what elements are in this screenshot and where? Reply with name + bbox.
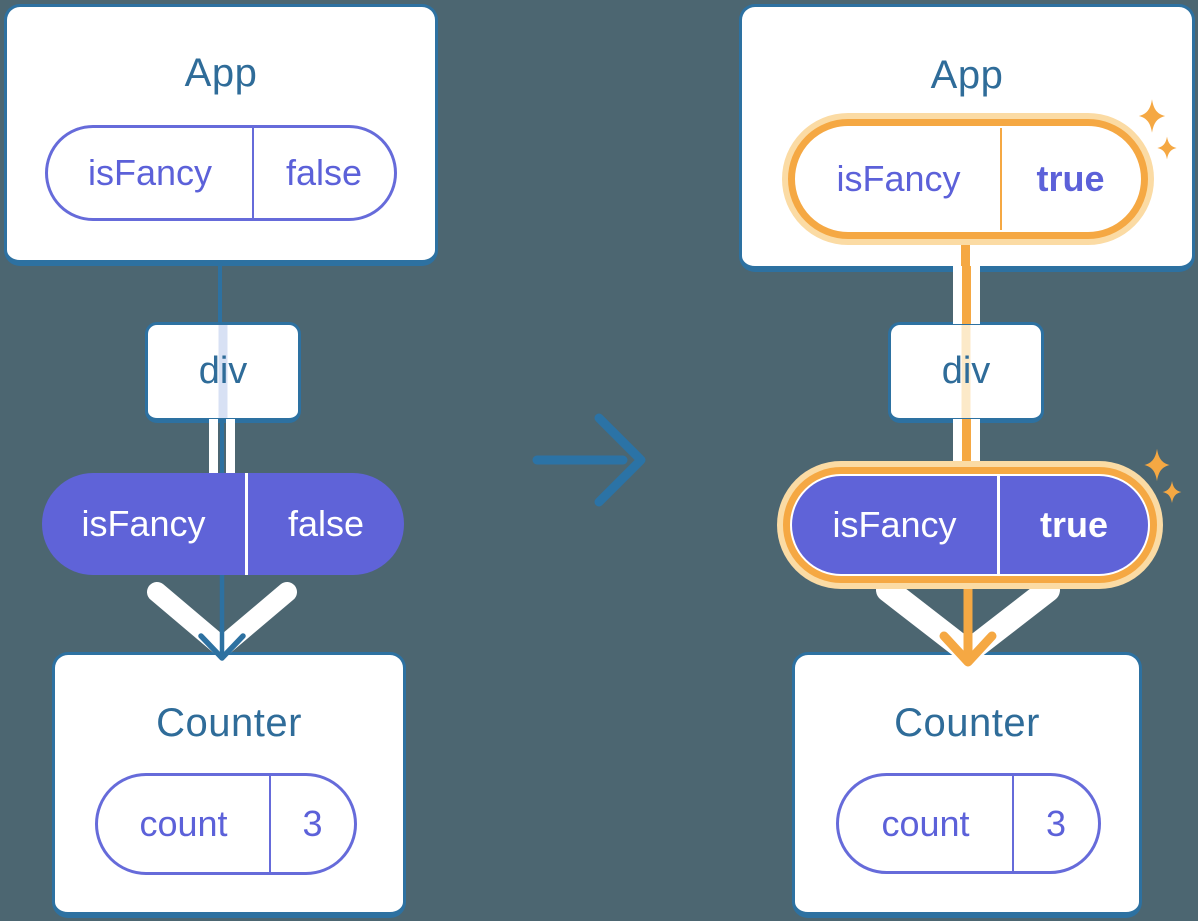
app-card-before: App isFancy false xyxy=(4,4,438,266)
passed-prop-pill: isFancy true xyxy=(792,476,1148,574)
state-pill: count 3 xyxy=(95,773,357,875)
props-flow-line xyxy=(953,266,962,324)
props-flow-line xyxy=(209,419,218,477)
prop-flow-line-orange xyxy=(962,419,971,473)
arrowhead-icon xyxy=(198,633,246,661)
state-name: count xyxy=(98,776,271,872)
div-card-after: div xyxy=(888,322,1044,423)
props-flow-line xyxy=(226,419,235,477)
component-title: App xyxy=(184,51,258,95)
props-flow-pipe xyxy=(209,419,235,477)
component-title: Counter xyxy=(894,701,1040,745)
prop-pill: isFancy true xyxy=(797,128,1139,230)
component-title: div xyxy=(198,350,248,392)
state-value: 3 xyxy=(1045,802,1067,844)
prop-name: isFancy xyxy=(48,128,254,218)
app-card-after: App isFancy true xyxy=(739,4,1195,272)
props-flow-line xyxy=(971,419,980,473)
prop-name: isFancy xyxy=(792,476,1000,574)
prop-value: true xyxy=(1036,158,1105,199)
state-name: count xyxy=(839,776,1014,871)
counter-card-after: Counter count 3 xyxy=(792,652,1142,918)
prop-name: isFancy xyxy=(797,128,1002,230)
sparkles-icon xyxy=(1144,448,1182,504)
props-flow-pipe xyxy=(953,419,980,473)
props-flow-arrow xyxy=(147,574,297,661)
edge-through-line xyxy=(961,325,971,418)
highlighted-passed-prop-pill: isFancy true xyxy=(783,467,1157,583)
sparkles-icon xyxy=(1138,99,1177,160)
state-pill: count 3 xyxy=(836,773,1101,874)
prop-value: false xyxy=(287,503,365,544)
counter-card-before: Counter count 3 xyxy=(52,652,406,918)
component-title: div xyxy=(941,350,991,392)
tree-edge-line xyxy=(220,419,224,477)
edge-through-line xyxy=(218,325,228,418)
prop-value: false xyxy=(285,152,363,193)
props-flow-pipe xyxy=(953,266,980,324)
highlighted-prop-pill: isFancy true xyxy=(788,119,1148,239)
transition-right-arrow-icon xyxy=(532,413,646,507)
passed-prop-pill: isFancy false xyxy=(42,473,404,575)
component-title: App xyxy=(930,53,1004,97)
prop-name: isFancy xyxy=(42,473,248,575)
prop-pill: isFancy false xyxy=(45,125,397,221)
prop-flow-line-orange xyxy=(962,266,971,324)
arrowhead-icon xyxy=(939,631,997,667)
prop-flow-line-orange xyxy=(961,235,970,269)
prop-value: true xyxy=(1039,504,1108,545)
state-value: 3 xyxy=(302,803,323,844)
div-card-before: div xyxy=(145,322,301,423)
component-title: Counter xyxy=(156,701,302,745)
props-flow-arrow xyxy=(876,574,1060,667)
props-flow-line xyxy=(971,266,980,324)
props-flow-line xyxy=(953,419,962,473)
tree-edge-app-div xyxy=(218,262,222,326)
